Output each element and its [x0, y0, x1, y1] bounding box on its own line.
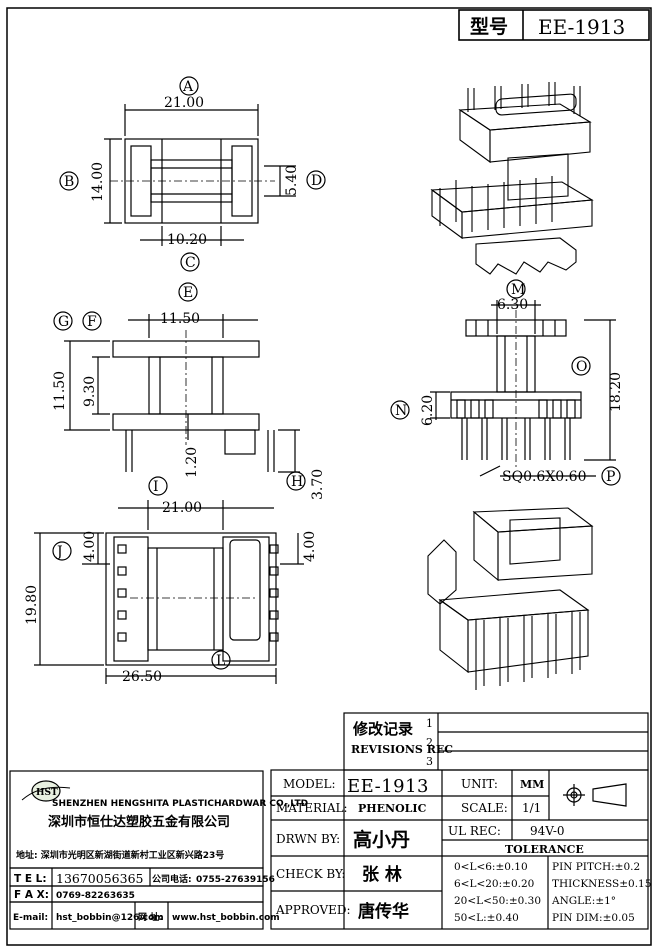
type-model-code: EE-1913	[538, 15, 625, 39]
dim-H: 3.70	[310, 469, 326, 500]
revisions-title-cn: 修改记录	[352, 720, 413, 738]
label-M: M	[511, 282, 525, 298]
sheet-border	[6, 7, 652, 946]
dim-G: 11.50	[52, 371, 68, 411]
dim-B: 14.00	[90, 162, 106, 202]
bottom-view	[34, 476, 304, 684]
check-value: 张 林	[362, 864, 402, 885]
approved-value: 唐传华	[358, 901, 409, 922]
dim-E: 11.50	[160, 311, 200, 327]
drawn-label: DRWN BY:	[276, 832, 340, 846]
label-F: F	[87, 314, 97, 330]
pin-pitch: PIN PITCH:±0.2	[552, 861, 640, 873]
dim-C: 10.20	[167, 232, 207, 248]
pin-dim: PIN DIM:±0.05	[552, 912, 635, 924]
unit-value: MM	[520, 778, 544, 791]
web-value: www.hst_bobbin.com	[172, 913, 280, 923]
company-name-en: SHENZHEN HENGSHITA PLASTICHARDWAR CO.,LT…	[52, 799, 308, 809]
dim-M: 6.30	[497, 297, 528, 313]
type-label: 型号	[470, 15, 508, 38]
label-O: O	[576, 359, 587, 375]
type-box: 型号 EE-1913	[458, 9, 650, 41]
label-D: D	[311, 173, 322, 189]
dim-N: 6.20	[420, 395, 436, 426]
check-label: CHECK BY:	[276, 867, 345, 881]
top-view	[59, 76, 326, 272]
company-logo: HST	[36, 788, 58, 798]
dim-small: 1.20	[184, 447, 200, 478]
company-phone-value: 0755-27639156	[196, 875, 275, 885]
company-phone-label: 公司电话:	[152, 873, 192, 885]
revision-mark-1: 1	[426, 717, 433, 730]
label-G: G	[58, 314, 69, 330]
ul-value: 94V-0	[530, 824, 565, 838]
unit-label: UNIT:	[461, 777, 498, 791]
material-label: MATERIAL:	[276, 801, 348, 815]
scale-value: 1/1	[522, 801, 541, 815]
label-B: B	[64, 174, 74, 190]
email-value: hst_bobbin@126.com	[56, 913, 164, 923]
company-address: 地址: 深圳市光明区新湖街道新村工业区新兴路23号	[16, 849, 224, 861]
tolerance-4: 50<L:±0.40	[454, 912, 519, 924]
dim-P: SQ0.6X0.60	[502, 469, 586, 485]
label-J: J	[55, 544, 63, 560]
model-value: EE-1913	[347, 776, 429, 797]
tolerance-1: 0<L<6:±0.10	[454, 861, 528, 873]
label-C: C	[185, 255, 196, 271]
company-name-cn: 深圳市恒仕达塑胶五金有限公司	[48, 814, 230, 830]
dim-D: 5.40	[284, 165, 300, 196]
iso-view-top	[430, 82, 594, 275]
tel-label: T E L:	[14, 873, 47, 885]
revision-mark-2: 2	[426, 736, 433, 749]
pin-thickness: THICKNESS±0.15	[552, 878, 651, 890]
dim-O: 18.20	[608, 372, 624, 412]
fax-value: 0769-82263635	[56, 891, 135, 901]
dim-F: 9.30	[82, 376, 98, 407]
tolerance-3: 20<L<50:±0.30	[454, 895, 541, 907]
dim-L: 26.50	[122, 669, 162, 685]
material-value: PHENOLIC	[358, 802, 427, 815]
company-block	[9, 770, 264, 930]
web-label: 网 址:	[138, 911, 163, 923]
pin-angle: ANGLE:±1°	[551, 895, 616, 907]
tolerance-label: TOLERANCE	[505, 843, 584, 856]
label-H: H	[291, 474, 303, 490]
label-L: L	[216, 653, 225, 669]
model-label: MODEL:	[283, 777, 336, 791]
label-E: E	[183, 285, 193, 301]
label-N: N	[395, 403, 407, 419]
label-P: P	[606, 469, 615, 485]
email-label: E-mail:	[13, 913, 48, 923]
scale-label: SCALE:	[461, 801, 508, 815]
dim-A: 21.00	[164, 95, 204, 111]
side-view	[53, 282, 306, 491]
label-I: I	[153, 479, 159, 495]
label-A: A	[182, 79, 194, 95]
revisions-title-en: REVISIONS REC	[351, 743, 453, 756]
dim-J: 4.00	[82, 531, 98, 562]
iso-view-bottom	[427, 507, 594, 690]
tel-value: 13670056365	[56, 871, 143, 886]
ul-label: UL REC:	[448, 824, 501, 838]
dim-K: 19.80	[24, 585, 40, 625]
drawn-value: 高小丹	[353, 828, 410, 851]
approved-label: APPROVED:	[275, 903, 351, 917]
revision-mark-3: 3	[426, 755, 433, 768]
front-view-right	[390, 279, 621, 486]
spec-grid	[270, 769, 649, 930]
tolerance-2: 6<L<20:±0.20	[454, 878, 534, 890]
dim-I: 21.00	[162, 500, 202, 516]
fax-label: F A X:	[14, 889, 49, 901]
dim-J2: 4.00	[302, 531, 318, 562]
